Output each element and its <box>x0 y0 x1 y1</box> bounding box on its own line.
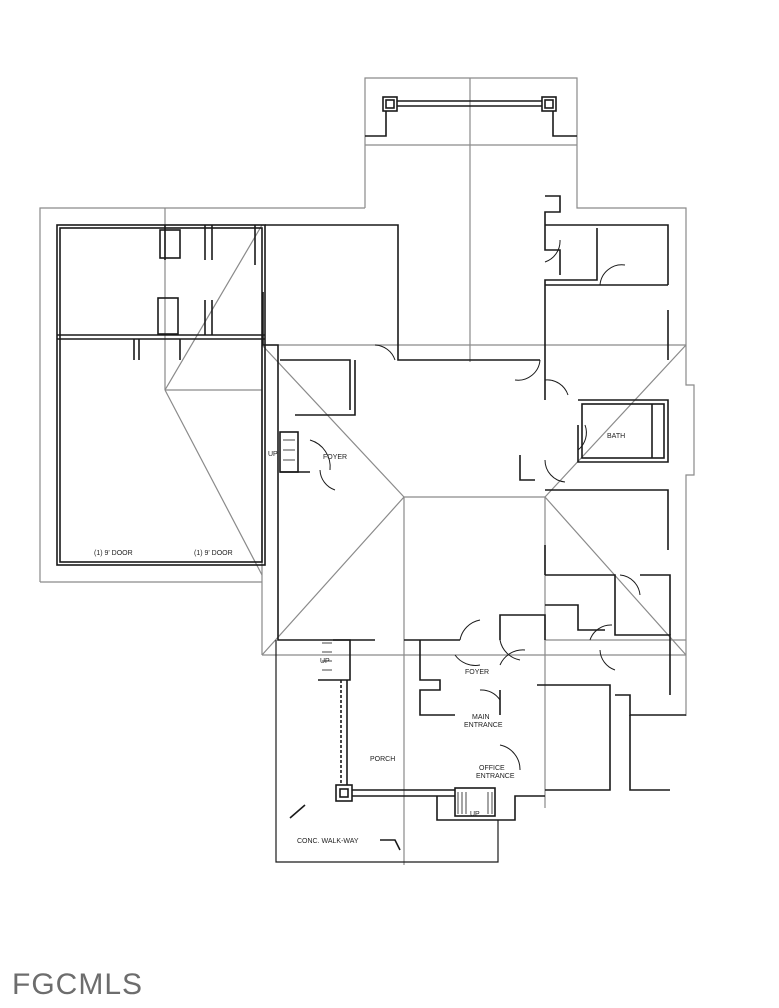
door-swings <box>309 239 641 771</box>
foyer-west-label: FOYER <box>323 454 347 461</box>
stair-hatch <box>283 439 493 814</box>
roof-lines <box>39 77 695 865</box>
office-entrance-label-2: ENTRANCE <box>476 773 515 780</box>
up-entry-label: UP <box>470 811 480 818</box>
garage-door-1-label: (1) 9' DOOR <box>94 550 133 557</box>
office-entrance-label-1: OFFICE <box>479 765 505 772</box>
main-entrance-label-2: ENTRANCE <box>464 722 503 729</box>
main-entrance-label-1: MAIN <box>472 714 490 721</box>
porch-label: PORCH <box>370 756 395 763</box>
garage-door-2-label: (1) 9' DOOR <box>194 550 233 557</box>
walls <box>56 96 686 863</box>
up-porch-label: UP <box>320 658 330 665</box>
bath-label: BATH <box>607 433 625 440</box>
up-west-label: UP <box>268 451 278 458</box>
foyer-main-label: FOYER <box>465 669 489 676</box>
walkway-label: CONC. WALK-WAY <box>297 838 359 845</box>
watermark: FGCMLS <box>12 968 144 1001</box>
